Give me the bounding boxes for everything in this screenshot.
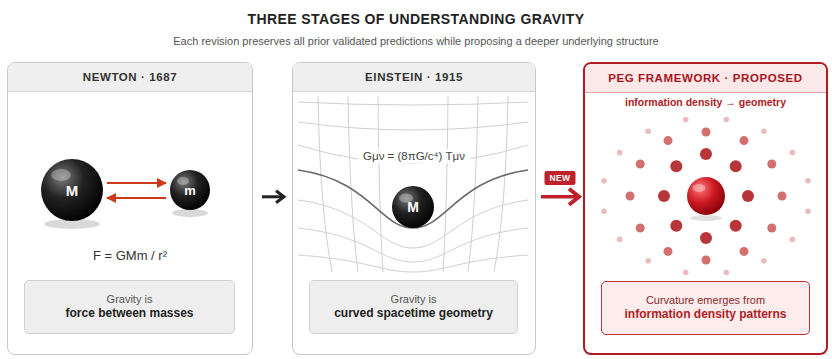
ball-shadow <box>172 209 208 217</box>
panel-header: NEWTON · 1687 <box>8 63 252 92</box>
info-dot <box>683 270 689 276</box>
info-dot <box>700 232 712 244</box>
diagram-title-holder: THREE STAGES OF UNDERSTANDING GRAVITY <box>248 11 585 27</box>
summary-box: Gravity iscurved spacetime geometry <box>309 280 518 334</box>
summary-lead: Gravity is <box>33 292 226 306</box>
info-dot <box>740 247 749 256</box>
info-dot <box>645 258 651 264</box>
info-dot <box>730 220 742 232</box>
mass-label: M <box>66 182 79 199</box>
info-dot <box>742 190 754 202</box>
force-arrow <box>107 197 166 199</box>
grid-line <box>348 96 358 272</box>
mass-ball <box>392 186 434 228</box>
label-holder: M <box>407 199 419 215</box>
summary-lead: Curvature emerges from <box>610 293 801 307</box>
newton-illustration <box>41 159 210 229</box>
panel-subheading: information density → geometry <box>620 95 791 109</box>
grid-line <box>378 96 383 272</box>
info-dot <box>700 148 712 160</box>
edge-tag: NEW <box>544 171 575 185</box>
equation: F = GMm / r² <box>88 247 172 264</box>
grid-line <box>298 228 528 262</box>
summary-statement: information density patterns <box>610 307 801 323</box>
info-dot <box>702 128 711 137</box>
info-dot <box>702 256 711 265</box>
panel-header: PEG FRAMEWORK · PROPOSED <box>585 64 826 93</box>
grid-line <box>494 96 508 272</box>
info-dot <box>658 190 670 202</box>
mass-ball <box>170 170 210 210</box>
grid-line <box>298 145 528 163</box>
diagram-title: THREE STAGES OF UNDERSTANDING GRAVITY <box>248 11 585 27</box>
ball-highlight <box>51 169 71 181</box>
mass-label: m <box>184 183 196 198</box>
info-dot <box>670 160 682 172</box>
info-dot <box>636 224 645 233</box>
label-holder: m <box>184 183 196 198</box>
info-dot <box>805 208 811 214</box>
stage-panel: NEWTON · 1687 F = GMm / r² Gravity isforce… <box>7 62 253 355</box>
subtitle: Each revision preserves all prior valida… <box>173 35 658 47</box>
ball-highlight <box>693 184 706 192</box>
info-dot <box>645 128 651 134</box>
panel-header: EINSTEIN · 1915 <box>293 63 535 92</box>
stage-panel: PEG FRAMEWORK · PROPOSED information dens… <box>583 62 828 355</box>
info-dot <box>790 150 796 156</box>
summary-statement: force between masses <box>33 306 226 322</box>
summary-statement: curved spacetime geometry <box>318 306 509 322</box>
info-dot <box>724 117 730 123</box>
info-dot <box>670 220 682 232</box>
label-holder: Each revision preserves all prior valida… <box>173 35 658 47</box>
grid-line <box>318 96 332 272</box>
information-core <box>687 177 725 215</box>
info-dot <box>664 136 673 145</box>
grid-line <box>298 255 528 272</box>
info-dot <box>617 237 623 243</box>
info-dot <box>761 128 767 134</box>
grid-line <box>298 102 528 105</box>
info-dot <box>683 117 689 123</box>
info-dot <box>805 178 811 184</box>
info-dot <box>761 258 767 264</box>
info-dot <box>601 208 607 214</box>
equation: Gμν = (8πG/c⁴) Tμν <box>358 149 470 163</box>
grid-line <box>468 96 478 272</box>
summary-box: Gravity isforce between masses <box>24 280 235 334</box>
edge-label-holder: NEW <box>544 171 575 185</box>
info-dot <box>626 192 635 201</box>
info-dot <box>617 150 623 156</box>
info-dot <box>724 270 730 276</box>
info-dot <box>778 192 787 201</box>
info-dot <box>601 178 607 184</box>
info-dot <box>664 247 673 256</box>
ball-shadow <box>690 215 722 221</box>
info-dot <box>636 160 645 169</box>
grid-line <box>298 122 528 130</box>
info-dot <box>767 160 776 169</box>
summary-box: Curvature emerges frominformation densit… <box>601 281 810 335</box>
connector-arrow <box>541 195 579 199</box>
information-density-pattern <box>601 117 811 276</box>
spacetime-grid <box>298 96 528 272</box>
info-dot <box>740 136 749 145</box>
grid-line <box>443 96 448 272</box>
info-dot <box>767 224 776 233</box>
force-arrow <box>107 182 166 184</box>
label-holder: M <box>66 182 79 199</box>
einstein-illustration <box>392 186 434 228</box>
stage-panel: EINSTEIN · 1915Gμν = (8πG/c⁴) TμνGravity… <box>292 62 536 355</box>
mass-label: M <box>407 199 419 215</box>
summary-lead: Gravity is <box>318 292 509 306</box>
info-dot <box>790 237 796 243</box>
info-dot <box>730 160 742 172</box>
connector-arrow <box>262 195 284 198</box>
mass-ball <box>41 159 103 221</box>
curved-spacetime <box>298 170 528 228</box>
